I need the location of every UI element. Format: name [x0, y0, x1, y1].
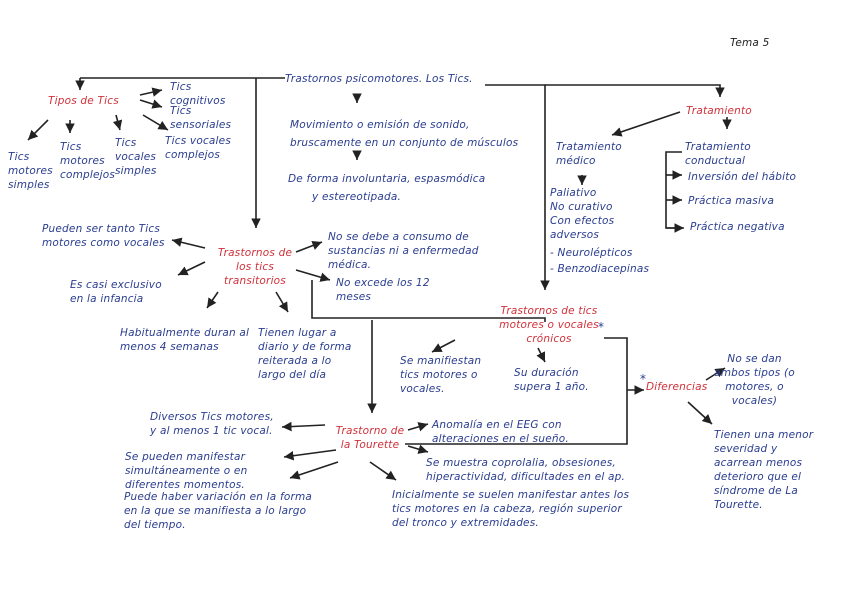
- diferencias-item1: No se dan ambos tipos (o motores, o voca…: [714, 353, 795, 407]
- tourette-left3: Puede haber variación en la forma en la …: [124, 491, 313, 531]
- transitorios-title: Trastornos de los tics transitorios: [217, 247, 293, 287]
- cronicos-item1: Se manifiestan tics motores o vocales.: [400, 355, 482, 395]
- diferencias-item2: Tienen una menor severidad y acarrean me…: [714, 429, 814, 511]
- asterisk-icon: *: [598, 320, 604, 334]
- tipos-motores-simples: Tics motores simples: [8, 151, 53, 191]
- conductual-item-0: Inversión del hábito: [688, 171, 797, 183]
- tourette-title: Trastorno de la Tourette: [335, 425, 405, 451]
- conductual-item-1: Práctica masiva: [688, 195, 775, 207]
- diferencias-title: Diferencias: [646, 381, 708, 393]
- tourette-bottom: Inicialmente se suelen manifestar antes …: [392, 489, 630, 529]
- transitorios-left1: Pueden ser tanto Tics motores como vocal…: [42, 223, 165, 249]
- medico-item-2: Con efectos adversos: [550, 215, 615, 241]
- tourette-right2: Se muestra coprolalia, obsesiones, hiper…: [426, 457, 626, 483]
- tipos-vocales-simples: Tics vocales simples: [115, 137, 157, 177]
- root-topic: Trastornos psicomotores. Los Tics.: [285, 73, 473, 85]
- tourette-left2: Se pueden manifestar simultáneamente o e…: [125, 451, 248, 491]
- medico-item-1: No curativo: [550, 201, 613, 213]
- cronicos-title: Trastornos de tics motores o vocales cró…: [499, 305, 599, 345]
- transitorios-right2: No excede los 12 meses: [336, 277, 430, 303]
- page-title: Tema 5: [730, 37, 770, 49]
- transitorios-bottom2: Tienen lugar a diario y de forma reitera…: [258, 327, 352, 381]
- asterisk-icon: *: [640, 372, 646, 386]
- tratamiento-title: Tratamiento: [686, 105, 752, 117]
- medico-item-0: Paliativo: [550, 187, 597, 199]
- tipos-cognitivos: Tics cognitivos: [170, 81, 226, 107]
- conductual-item-2: Práctica negativa: [690, 221, 785, 233]
- medico-item-3: - Neurolépticos: [550, 247, 633, 259]
- transitorios-right1: No se debe a consumo de sustancias ni a …: [328, 231, 479, 271]
- tipos-vocales-complejos: Tics vocales complejos: [165, 135, 232, 161]
- medico-item-4: - Benzodiacepinas: [550, 263, 650, 275]
- tourette-right1: Anomalía en el EEG con alteraciones en e…: [432, 419, 569, 445]
- tipos-title: Tipos de Tics: [48, 95, 119, 107]
- transitorios-left2: Es casi exclusivo en la infancia: [70, 279, 162, 305]
- tipos-sensoriales: Tics sensoriales: [170, 105, 232, 131]
- definicion-line4: y estereotipada.: [312, 191, 402, 203]
- tourette-left1: Diversos Tics motores, y al menos 1 tic …: [150, 411, 274, 437]
- tratamiento-conductual: Tratamiento conductual: [685, 141, 751, 167]
- tipos-motores-complejos: Tics motores complejos: [60, 141, 116, 181]
- transitorios-bottom1: Habitualmente duran al menos 4 semanas: [120, 327, 250, 353]
- definicion-line2: bruscamente en un conjunto de músculos: [290, 137, 519, 149]
- tratamiento-medico: Tratamiento médico: [556, 141, 622, 167]
- cronicos-item2: Su duración supera 1 año.: [514, 367, 589, 393]
- definicion-line1: Movimiento o emisión de sonido,: [290, 119, 470, 131]
- definicion-line3: De forma involuntaria, espasmódica: [288, 173, 486, 185]
